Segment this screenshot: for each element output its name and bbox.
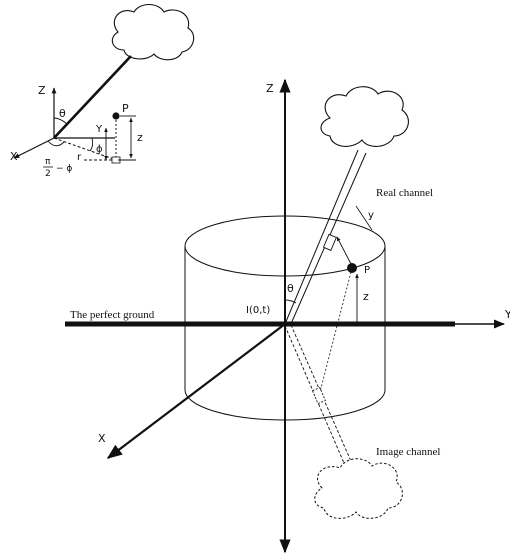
inset-r-label: r	[77, 152, 82, 163]
inset-channel-line	[53, 55, 132, 139]
inset-phi-label: ϕ	[96, 144, 103, 155]
main-x-axis	[106, 323, 286, 459]
main-theta-label: θ	[287, 282, 294, 295]
main-x-label: X	[98, 432, 106, 445]
main-p-label: P	[364, 265, 370, 276]
image-cloud	[314, 458, 403, 519]
y-distance-arrow	[336, 236, 352, 265]
inset-theta-label: θ	[59, 107, 66, 120]
main-point-p	[347, 263, 357, 273]
y-right-angle-mark	[355, 205, 373, 231]
real-channel-left	[284, 149, 359, 325]
image-channel-segment	[311, 387, 326, 405]
inset-z-label: Z	[38, 84, 46, 97]
inset-cloud	[111, 3, 195, 61]
inset-pi-numerator: π	[45, 157, 51, 167]
main-y-distance-label: y	[368, 210, 374, 221]
main-diagram: Z Y The perfect ground X Real channel Im…	[65, 78, 510, 554]
real-cloud	[320, 86, 409, 147]
real-channel-segment	[322, 233, 337, 251]
inset-z-dim-label: z	[137, 131, 143, 144]
image-channel-label: Image channel	[376, 446, 440, 458]
inset-r-line	[53, 137, 117, 161]
inset-diagram: Z X θ P Y z ϕ r π 2	[10, 3, 195, 179]
p-to-image-dash	[319, 271, 352, 393]
main-z-height-label: z	[363, 290, 369, 303]
inset-x-label: X	[10, 150, 18, 163]
ground-label: The perfect ground	[70, 309, 155, 321]
inset-minus-phi: − ϕ	[56, 164, 72, 174]
image-channel-right	[290, 324, 355, 469]
inset-complement-arc	[47, 140, 65, 147]
inset-point-p	[112, 112, 120, 120]
inset-p-label: P	[122, 102, 129, 115]
origin-label: I(0,t)	[246, 305, 270, 316]
inset-x-axis	[13, 137, 55, 159]
inset-pi-denominator: 2	[45, 169, 51, 179]
main-theta-arc	[284, 299, 297, 304]
image-channel-left	[284, 325, 348, 471]
inset-y-label: Y	[95, 124, 103, 135]
real-channel-label: Real channel	[376, 187, 433, 199]
main-y-label: Y	[504, 308, 510, 321]
inset-phi-arc	[89, 137, 94, 152]
inset-theta-arc	[53, 117, 68, 125]
main-z-label: Z	[266, 82, 274, 95]
